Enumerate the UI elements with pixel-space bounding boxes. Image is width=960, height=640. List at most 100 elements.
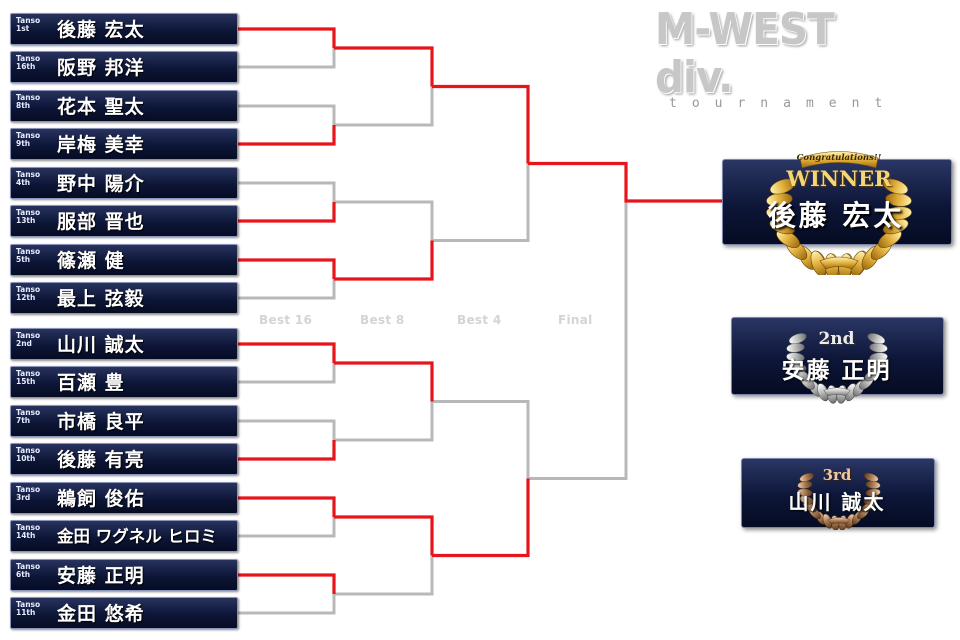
round-label-best4: Best 4 xyxy=(457,313,502,327)
org-label: Tanso xyxy=(16,562,41,571)
laurel-leaf xyxy=(864,495,879,505)
bracket-line xyxy=(432,163,530,242)
laurel-leaf xyxy=(863,472,879,482)
bracket-line xyxy=(528,161,722,203)
seed-rank: 3rd xyxy=(16,493,31,502)
bracket-line xyxy=(432,84,530,164)
org-label: Tanso xyxy=(16,247,41,256)
bracket-line xyxy=(334,555,434,596)
org-label: Tanso xyxy=(16,208,41,217)
second-place-name: 安藤 正明 xyxy=(781,358,892,384)
laurel-leaf xyxy=(885,206,912,221)
laurel-leaf xyxy=(769,218,796,235)
third-place-panel xyxy=(741,458,935,528)
org-label: Tanso xyxy=(16,523,41,532)
bracket-line xyxy=(238,363,336,384)
player-name: 金田 悠希 xyxy=(57,603,145,625)
laurel-leaf xyxy=(799,472,815,482)
player-name: 後藤 有亮 xyxy=(57,449,145,471)
bracket-line xyxy=(432,400,530,479)
bracket-line xyxy=(238,48,336,69)
bracket-line xyxy=(238,279,336,300)
laurel-leaf xyxy=(766,206,793,221)
player-name: 阪野 邦洋 xyxy=(57,57,145,79)
seed-rank: 6th xyxy=(16,570,31,579)
logo-subtitle: tournament xyxy=(669,96,898,111)
bracket-line xyxy=(238,104,336,125)
seed-rank: 16th xyxy=(16,62,36,71)
seed-rank: 4th xyxy=(16,178,31,187)
player-name: 服部 晋也 xyxy=(57,211,145,233)
laurel-leaf xyxy=(867,361,886,372)
round-label-final: Final xyxy=(558,313,593,327)
player-name: 岸梅 美幸 xyxy=(57,134,145,156)
player-name: 鵜飼 俊佑 xyxy=(57,488,145,510)
player-name: 安藤 正明 xyxy=(57,565,145,587)
bracket-line xyxy=(528,201,628,480)
seed-rank: 13th xyxy=(16,216,36,225)
player-name: 百瀬 豊 xyxy=(57,372,125,394)
laurel-leaf xyxy=(799,495,814,505)
org-label: Tanso xyxy=(16,285,41,294)
winner-label: WINNER xyxy=(786,166,892,191)
winner-panel xyxy=(722,159,952,245)
bracket-line xyxy=(334,200,434,241)
player-name: 後藤 宏太 xyxy=(57,19,145,41)
bracket-line xyxy=(238,440,336,461)
laurel-leaf xyxy=(788,333,807,345)
bracket-line xyxy=(334,240,434,281)
second-place-label: 2nd xyxy=(818,329,855,349)
bracket-line xyxy=(238,342,336,363)
org-label: Tanso xyxy=(16,131,41,140)
seed-rank: 14th xyxy=(16,531,36,540)
laurel-leaf xyxy=(869,352,888,363)
tournament-logo: M-WEST div. tournament xyxy=(655,4,935,112)
player-name: 金田 ワグネル ヒロミ xyxy=(57,527,217,546)
player-name: 花本 聖太 xyxy=(57,96,145,118)
logo-title: M-WEST div. xyxy=(655,4,835,103)
org-label: Tanso xyxy=(16,600,41,609)
third-place-label: 3rd xyxy=(822,466,852,484)
org-label: Tanso xyxy=(16,331,41,340)
seed-rank: 12th xyxy=(16,293,36,302)
org-label: Tanso xyxy=(16,369,41,378)
seed-rank: 1st xyxy=(16,24,30,33)
bracket-line xyxy=(238,181,336,202)
bracket-line xyxy=(238,125,336,146)
bracket-line xyxy=(334,361,434,402)
second-place-panel xyxy=(731,317,944,395)
org-label: Tanso xyxy=(16,485,41,494)
laurel-leaf xyxy=(865,488,881,497)
org-label: Tanso xyxy=(16,93,41,102)
org-label: Tanso xyxy=(16,408,41,417)
silver-laurel-wreath-icon xyxy=(786,333,888,404)
seed-rank: 5th xyxy=(16,255,31,264)
winner-name: 後藤 宏太 xyxy=(767,199,905,232)
